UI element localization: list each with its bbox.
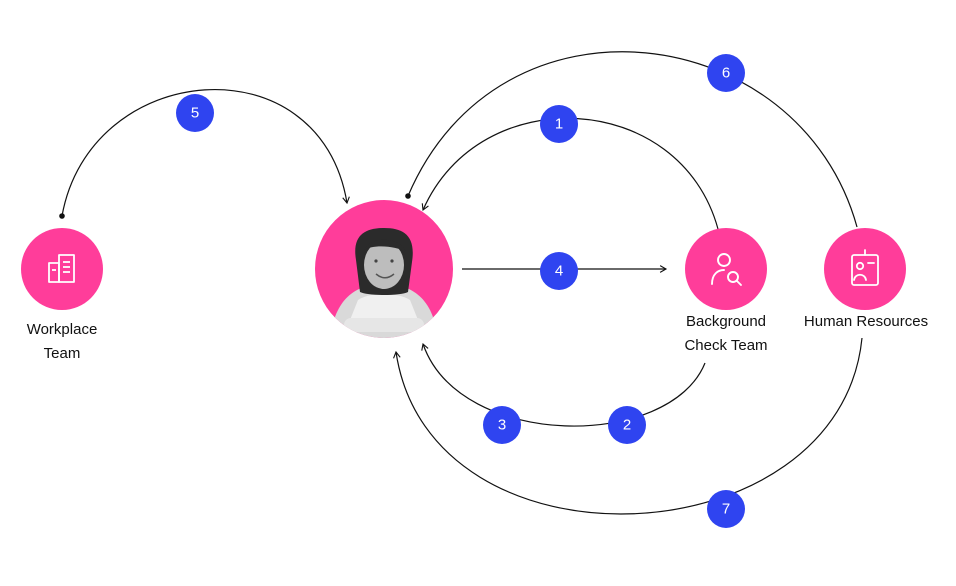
building-icon bbox=[48, 254, 75, 283]
workplace-label-line1: Workplace bbox=[26, 321, 98, 338]
person-photo bbox=[330, 228, 438, 338]
step-number: 5 bbox=[191, 105, 199, 122]
person-node bbox=[315, 200, 453, 338]
step-badge-6: 6 bbox=[707, 54, 745, 92]
background-check-label: Background Check Team bbox=[666, 310, 786, 358]
hr-node bbox=[824, 228, 906, 310]
step-badge-1: 1 bbox=[540, 105, 578, 143]
connector-1 bbox=[421, 117, 719, 230]
step-number: 2 bbox=[623, 417, 631, 434]
hr-label: Human Resources bbox=[790, 310, 942, 334]
step-number: 7 bbox=[722, 501, 730, 518]
step-badge-4: 4 bbox=[540, 252, 578, 290]
connector-2-3 bbox=[421, 342, 706, 427]
connector-6 bbox=[407, 51, 858, 228]
step-number: 1 bbox=[555, 116, 563, 133]
step-badge-5: 5 bbox=[176, 94, 214, 132]
connector-6-end-dot bbox=[405, 193, 411, 199]
connector-5 bbox=[61, 89, 350, 217]
hr-label-text: Human Resources bbox=[803, 313, 929, 330]
step-badge-3: 3 bbox=[483, 406, 521, 444]
step-number: 4 bbox=[555, 263, 563, 280]
step-badge-7: 7 bbox=[707, 490, 745, 528]
person-search-icon bbox=[711, 253, 742, 286]
workplace-label-line2: Team bbox=[43, 345, 81, 362]
id-badge-icon bbox=[851, 249, 879, 286]
step-badge-2: 2 bbox=[608, 406, 646, 444]
step-number: 6 bbox=[722, 65, 730, 82]
workplace-node bbox=[21, 228, 103, 310]
background-check-label-line1: Background bbox=[685, 313, 767, 330]
background-check-node bbox=[685, 228, 767, 310]
workplace-label: Workplace Team bbox=[12, 318, 112, 366]
connector-5-start-dot bbox=[59, 213, 65, 219]
connector-7 bbox=[393, 337, 863, 515]
background-check-label-line2: Check Team bbox=[684, 337, 768, 354]
step-number: 3 bbox=[498, 417, 506, 434]
